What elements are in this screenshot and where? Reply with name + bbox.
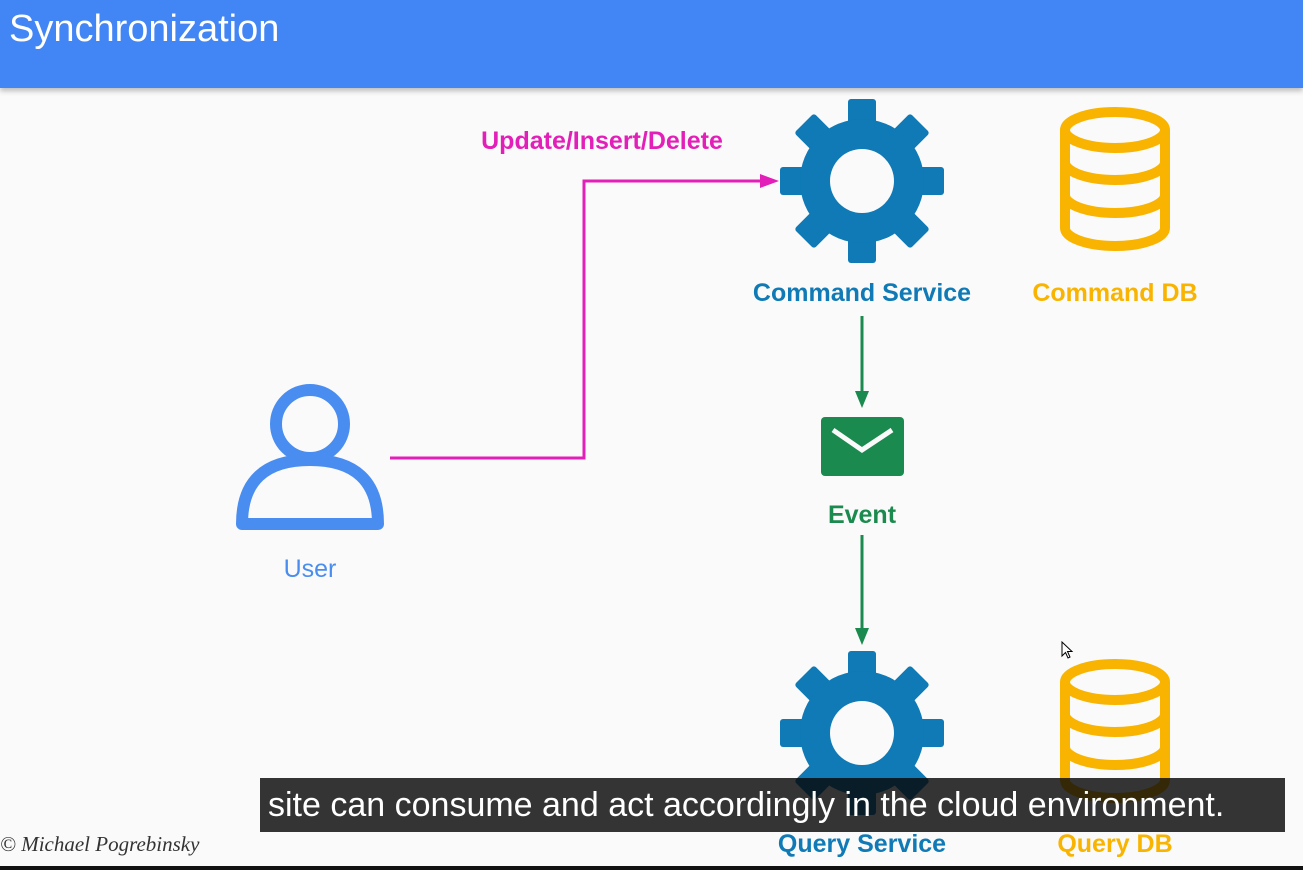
- event-label: Event: [827, 501, 897, 529]
- slide-title: Synchronization: [9, 8, 280, 50]
- event-envelope-icon: [821, 417, 904, 476]
- command-db-icon: [1060, 107, 1170, 251]
- slide-header: Synchronization: [0, 0, 1303, 88]
- user-label: User: [283, 555, 337, 583]
- copyright-text: © Michael Pogrebinsky: [0, 832, 200, 856]
- mouse-cursor-icon: [1061, 641, 1074, 659]
- update-arrow: [390, 179, 768, 460]
- event-to-query-arrowhead: [855, 628, 869, 645]
- update-arrowhead: [760, 174, 779, 188]
- bottom-border: [0, 866, 1303, 870]
- update-insert-delete-label: Update/Insert/Delete: [481, 127, 723, 155]
- query-db-label: Query DB: [1057, 830, 1173, 858]
- video-subtitle: site can consume and act accordingly in …: [260, 778, 1285, 832]
- command-service-label: Command Service: [752, 279, 972, 307]
- query-service-gear-icon: [780, 651, 944, 815]
- command-service-gear-icon: [780, 99, 944, 263]
- command-db-label: Command DB: [1032, 279, 1198, 307]
- command-to-event-arrowhead: [855, 391, 869, 408]
- user-icon: [236, 384, 384, 530]
- query-service-label: Query Service: [777, 830, 947, 858]
